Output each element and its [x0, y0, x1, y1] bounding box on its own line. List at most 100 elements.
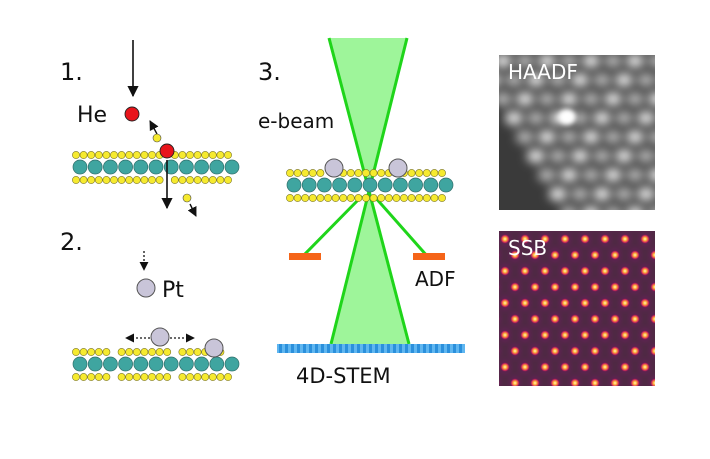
- haadf-column: [604, 55, 622, 68]
- ssb-halo: [657, 295, 673, 311]
- sulfur-atom: [132, 373, 141, 381]
- ssb-halo: [667, 247, 683, 263]
- ssb-column: [660, 266, 670, 276]
- ssb-column: [500, 298, 510, 308]
- sulfur-atom: [301, 194, 310, 202]
- haadf-column: [461, 35, 479, 49]
- sulfur-atom: [224, 151, 232, 159]
- haadf-column: [499, 92, 512, 106]
- sulfur-atom: [178, 373, 187, 381]
- ssb-column: [560, 266, 570, 276]
- ssb-column: [570, 218, 580, 228]
- sulfur-atom: [148, 151, 156, 159]
- ssb-column: [660, 330, 670, 340]
- sulfur-atom: [193, 151, 202, 159]
- metal-atom: [103, 159, 118, 175]
- ssb-halo: [657, 359, 673, 375]
- sulfur-atom: [94, 151, 103, 159]
- ssb-column: [600, 362, 610, 372]
- ssb-column: [650, 218, 660, 228]
- ssb-column: [660, 298, 670, 308]
- ssb-column: [540, 298, 550, 308]
- haadf-column: [527, 35, 545, 49]
- ssb-column: [650, 250, 655, 260]
- haadf-column: [538, 92, 556, 106]
- sulfur-atom: [384, 194, 393, 202]
- ssb-column: [499, 284, 500, 290]
- haadf-column: [549, 35, 567, 49]
- sulfur-atom: [216, 176, 225, 184]
- ssb-halo: [467, 215, 483, 231]
- sulfur-atom: [346, 194, 355, 202]
- ssb-column: [540, 362, 550, 372]
- ssb-column: [620, 394, 630, 404]
- sulfur-atom: [308, 169, 317, 177]
- haadf-column: [516, 92, 534, 106]
- ssb-image: SSB: [467, 215, 683, 404]
- ssb-column: [530, 346, 540, 356]
- ssb-column: [550, 314, 560, 324]
- adf-detector-right: [413, 253, 445, 260]
- metal-atom: [209, 159, 225, 175]
- sulfur-atom: [392, 194, 401, 202]
- ssb-column: [570, 346, 580, 356]
- panel-1-number: 1.: [60, 58, 83, 86]
- metal-atom: [347, 177, 363, 193]
- sulfur-atom: [400, 194, 408, 202]
- haadf-column: [527, 73, 545, 87]
- ssb-halo: [567, 215, 583, 231]
- beam-cone-upper: [329, 38, 407, 192]
- haadf-column: [549, 187, 567, 201]
- ssb-column: [610, 250, 620, 260]
- ssb-halo: [499, 312, 503, 326]
- sulfur-atom: [87, 176, 96, 184]
- ssb-halo: [667, 375, 683, 391]
- sulfur-atom: [415, 169, 424, 177]
- ssb-column: [530, 218, 540, 228]
- ssb-column: [640, 234, 650, 244]
- metal-atom: [87, 356, 103, 372]
- platinum-imaged-2: [388, 158, 408, 178]
- sulfur-atom: [362, 194, 370, 202]
- haadf-column: [505, 111, 523, 125]
- ssb-column: [480, 394, 490, 404]
- sulfur-atom: [224, 176, 232, 184]
- ssb-column: [640, 362, 650, 372]
- ssb-column: [610, 314, 620, 324]
- ssb-column: [480, 266, 490, 276]
- haadf-column: [648, 92, 655, 106]
- sulfur-atom: [170, 176, 179, 184]
- metal-atom: [224, 356, 240, 372]
- metal-atom: [103, 356, 118, 372]
- haadf-column: [648, 206, 655, 210]
- haadf-column: [516, 55, 534, 68]
- haadf-column: [670, 206, 688, 220]
- platinum-diffusing: [150, 327, 170, 347]
- ssb-column: [520, 266, 530, 276]
- ssb-halo: [477, 231, 493, 247]
- metal-atom: [118, 356, 133, 372]
- sulfur-atom: [369, 194, 378, 202]
- sulfur-atom: [286, 169, 294, 177]
- ssb-column: [490, 218, 500, 228]
- ssb-column: [640, 394, 650, 404]
- haadf-column: [648, 55, 655, 68]
- ssb-halo: [657, 263, 673, 279]
- helium-ion-in-lattice: [159, 143, 175, 159]
- sulfur-atom: [422, 169, 431, 177]
- ssb-column: [660, 362, 670, 372]
- ssb-halo: [667, 279, 683, 295]
- sulfur-atom: [193, 176, 202, 184]
- sulfur-atom: [102, 151, 111, 159]
- sulfur-atom: [324, 194, 332, 202]
- metal-atom: [209, 356, 225, 372]
- ssb-halo: [527, 215, 543, 231]
- ssb-halo: [499, 248, 503, 262]
- sulfur-atom: [286, 194, 294, 202]
- ssb-column: [610, 218, 620, 228]
- sulfur-atom: [163, 373, 172, 381]
- haadf-column: [538, 168, 556, 182]
- sulfur-atom: [148, 348, 156, 356]
- panel-1: 1. He: [60, 40, 240, 217]
